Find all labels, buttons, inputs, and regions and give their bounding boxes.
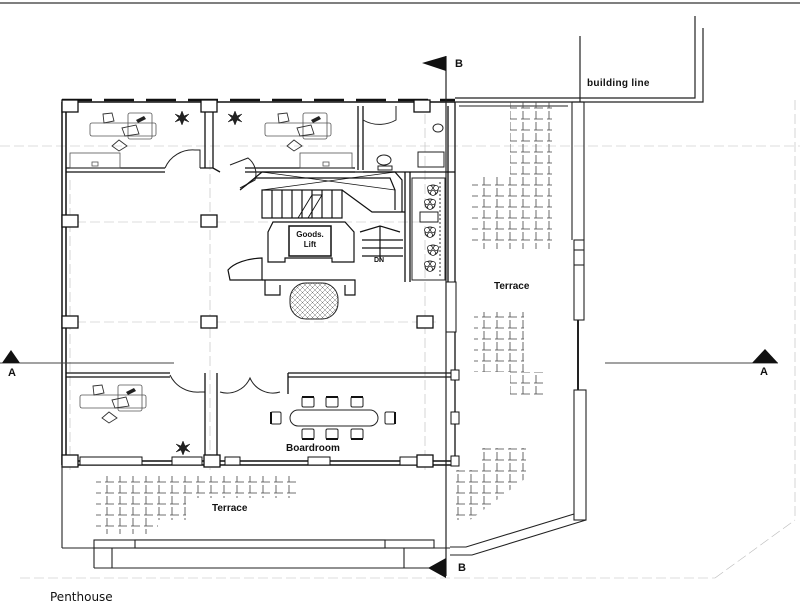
exterior-walls [61,101,455,466]
building-line-label: building line [587,78,650,89]
terrace-south-outline [61,465,450,569]
lift-pit [289,282,339,320]
section-a-right-label: A [760,366,768,378]
building-line [455,16,704,103]
section-b-bottom-label: B [458,562,466,574]
structural-columns [61,99,460,468]
section-line-a [0,349,778,364]
section-a-left-marker-icon [2,350,20,363]
goods-lift-label: Goods. Lift [290,230,330,250]
grid-lines [0,100,800,579]
interior-walls [66,102,456,465]
section-a-left-label: A [8,367,16,379]
boardroom-label: Boardroom [286,443,340,454]
office-north-centre-furniture [227,110,353,169]
terrace-south-label: Terrace [212,503,248,514]
planters [411,177,446,281]
stair-lift-core [227,171,405,296]
terrace-east-outline [450,101,587,556]
section-b-top-marker-icon [422,56,446,71]
office-south-west-furniture [79,384,191,456]
section-line-b [422,56,447,578]
doors [164,106,397,394]
section-a-right-marker-icon [752,349,778,363]
goods-lift-line1: Goods. [296,230,324,239]
office-north-west-furniture [69,110,190,169]
goods-lift-line2: Lift [303,240,317,249]
boardroom-furniture [270,396,396,440]
drawing-title: Penthouse [50,590,113,604]
section-b-top-label: B [455,58,463,70]
wc-fixtures [376,123,445,171]
paving [96,102,552,534]
section-b-bottom-marker-icon [428,558,446,578]
stair-down-label: DN [374,257,385,264]
terrace-east-label: Terrace [494,281,530,292]
